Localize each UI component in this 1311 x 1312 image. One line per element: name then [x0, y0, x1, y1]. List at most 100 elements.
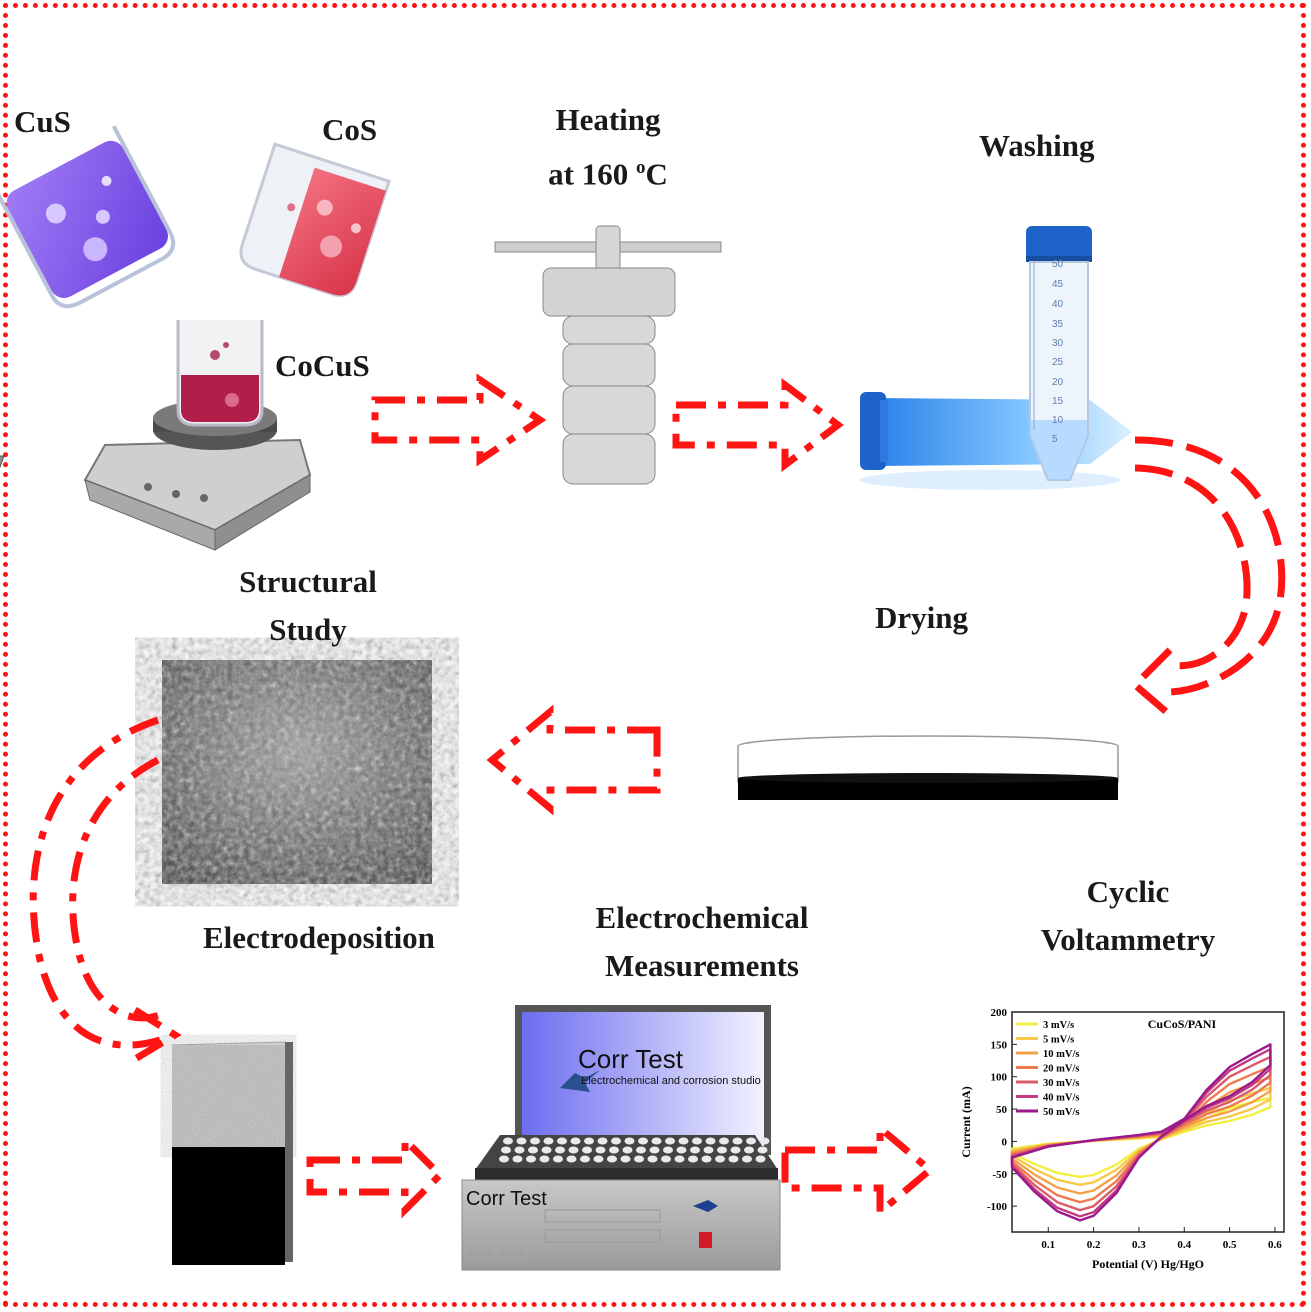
label-cocus: CoCuS	[275, 348, 370, 383]
keyboard-key	[620, 1155, 631, 1163]
label-heating: Heating at 160 oC	[527, 96, 689, 198]
screen-subtitle: Electrochemical and corrosion studio	[581, 1075, 761, 1087]
tube-scale-label: 50	[1052, 259, 1064, 270]
cv-legend-label: 3 mV/s	[1043, 1020, 1074, 1031]
keyboard-key	[676, 1146, 687, 1154]
keyboard-key	[728, 1155, 739, 1163]
keyboard-key	[647, 1155, 658, 1163]
tube-scale: 50 45 40 35 30 25 20 15 10 5	[1033, 259, 1064, 445]
arrow-right-1	[371, 373, 547, 467]
cv-ylabel: Current (mA)	[959, 1086, 973, 1157]
cv-legend-label: 10 mV/s	[1043, 1049, 1079, 1060]
keyboard-key	[541, 1146, 552, 1154]
label-cyclic-voltammetry: Cyclic Voltammetry	[1028, 868, 1228, 964]
screen-title: Corr Test	[578, 1044, 683, 1074]
keyboard-key	[582, 1146, 592, 1154]
keyboard-key	[703, 1146, 714, 1154]
label-electrochemical-measurements: Electrochemical Measurements	[578, 894, 826, 990]
label-cyclic-line2: Voltammetry	[1040, 922, 1216, 957]
keyboard-key	[719, 1137, 729, 1145]
autoclave-icon	[494, 225, 722, 485]
flow-arrows	[29, 373, 1286, 1220]
label-structural-study: Structural Study	[220, 558, 396, 654]
keyboard-key	[624, 1137, 635, 1145]
cv-ytick-label: 200	[991, 1007, 1008, 1019]
arrow-right-4	[781, 1120, 936, 1220]
cv-xtick-label: 0.2	[1087, 1239, 1101, 1251]
keyboard-key	[757, 1146, 768, 1154]
keyboard-key	[665, 1137, 675, 1145]
keyboard-key	[584, 1137, 594, 1145]
keyboard-key	[649, 1146, 660, 1154]
keyboard-key	[742, 1155, 752, 1163]
keyboard-key	[566, 1155, 577, 1163]
tube-scale-label: 15	[1052, 396, 1064, 407]
label-electrodeposition: Electrodeposition	[203, 920, 435, 955]
tube-scale-label: 10	[1052, 415, 1064, 426]
cv-ytick-label: 100	[991, 1072, 1008, 1084]
keyboard-key	[701, 1155, 712, 1163]
cv-legend-label: 20 mV/s	[1043, 1064, 1079, 1075]
tube-scale-label: 25	[1052, 357, 1064, 368]
keyboard-key	[636, 1146, 646, 1154]
cv-xtick-label: 0.1	[1041, 1239, 1055, 1251]
keyboard-key	[553, 1155, 563, 1163]
label-washing: Washing	[979, 128, 1095, 163]
hotplate-icon	[0, 400, 312, 551]
keyboard-key	[746, 1137, 756, 1145]
keyboard-key	[730, 1146, 741, 1154]
keyboard-key	[597, 1137, 608, 1145]
keyboard-key	[755, 1155, 766, 1163]
keyboard-key	[526, 1155, 536, 1163]
cv-title: CuCoS/PANI	[1148, 1017, 1217, 1031]
tube-scale-label: 45	[1052, 279, 1064, 290]
electrode-icon	[170, 1041, 295, 1265]
keyboard-key	[514, 1146, 525, 1154]
keyboard-key	[690, 1146, 700, 1154]
keyboard-key	[688, 1155, 698, 1163]
cv-xtick-label: 0.3	[1132, 1239, 1146, 1251]
cv-legend-label: 30 mV/s	[1043, 1078, 1079, 1089]
keyboard-key	[744, 1146, 754, 1154]
keyboard-key	[503, 1137, 513, 1145]
keyboard-key	[611, 1137, 621, 1145]
label-structural-line2: Study	[269, 612, 347, 647]
keyboard-key	[607, 1155, 617, 1163]
keyboard-key	[692, 1137, 702, 1145]
arrow-right-2	[672, 377, 844, 473]
tube-scale-label: 20	[1052, 377, 1064, 388]
label-electrochem-line1: Electrochemical	[595, 900, 809, 935]
petri-dish-icon	[737, 735, 1119, 800]
cv-ytick-label: -50	[992, 1169, 1007, 1181]
label-cus: CuS	[14, 104, 71, 139]
device-brand: Corr Test	[466, 1188, 547, 1210]
label-heating-line1: Heating	[555, 102, 661, 137]
arrow-curve-right	[1129, 436, 1286, 718]
keyboard-key	[759, 1137, 770, 1145]
cv-ytick-label: 150	[991, 1039, 1008, 1051]
keyboard-key	[501, 1146, 511, 1154]
keyboard-key	[499, 1155, 509, 1163]
keyboard-key	[661, 1155, 671, 1163]
cv-legend-label: 50 mV/s	[1043, 1107, 1079, 1118]
cocus-beaker-icon	[176, 320, 264, 427]
dotted-border	[3, 3, 1306, 1307]
keyboard-key	[595, 1146, 606, 1154]
cv-ytick-label: -100	[987, 1201, 1008, 1213]
keyboard-key	[609, 1146, 619, 1154]
arrow-curve-left	[29, 716, 182, 1066]
sem-image	[162, 660, 432, 884]
keyboard-key	[717, 1146, 727, 1154]
keyboard-key	[622, 1146, 633, 1154]
keyboard-key	[634, 1155, 644, 1163]
arrow-right-3	[306, 1131, 445, 1219]
tube-scale-label: 5	[1052, 434, 1058, 445]
keyboard-key	[516, 1137, 527, 1145]
cv-ytick-label: 50	[996, 1104, 1008, 1116]
keyboard-key	[539, 1155, 550, 1163]
cv-xtick-label: 0.5	[1223, 1239, 1237, 1251]
keyboard-key	[528, 1146, 538, 1154]
cv-xlabel: Potential (V) Hg/HgO	[1092, 1257, 1204, 1271]
